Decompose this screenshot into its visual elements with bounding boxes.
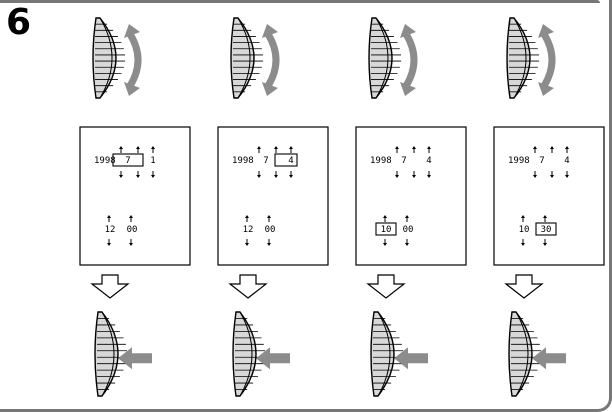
jog-dial-icon [92, 17, 126, 99]
selected-field-box [375, 222, 397, 236]
step-column: 1998 7 4 10 30 [493, 17, 605, 397]
jog-dial-icon [368, 17, 402, 99]
month-value: 7 [401, 156, 406, 166]
day-value: 4 [426, 156, 431, 166]
hour-adjust-arrows [521, 215, 525, 246]
minute-adjust-arrows [267, 215, 271, 246]
rotate-arrows-icon [124, 24, 142, 96]
minute-value: 00 [403, 225, 414, 235]
display-frame [79, 126, 191, 266]
date-display: 1998 7 4 12 00 [217, 126, 329, 266]
year-adjust-arrows [533, 146, 537, 178]
hour-value: 10 [381, 225, 392, 235]
step-column: 1998 7 4 12 00 [217, 17, 329, 397]
hour-adjust-arrows [245, 215, 249, 246]
display-frame [493, 126, 605, 266]
month-adjust-arrows [412, 146, 416, 178]
day-value: 4 [564, 156, 569, 166]
jog-dial-icon [370, 311, 428, 397]
down-arrow-icon [90, 274, 130, 299]
jog-dial-icon [506, 17, 540, 99]
year-adjust-arrows [395, 146, 399, 178]
down-arrow-icon [366, 274, 406, 299]
year-value: 1998 [232, 156, 254, 166]
selected-field-box [112, 153, 144, 167]
display-frame [217, 126, 329, 266]
date-display: 1998 7 1 12 00 [79, 126, 191, 266]
day-adjust-arrows [427, 146, 431, 178]
month-value: 7 [125, 156, 130, 166]
hour-adjust-arrows [383, 215, 387, 246]
month-adjust-arrows [136, 146, 140, 178]
month-value: 7 [263, 156, 268, 166]
minute-adjust-arrows [543, 215, 547, 246]
hour-value: 10 [519, 225, 530, 235]
press-arrow-icon [256, 347, 290, 370]
year-value: 1998 [508, 156, 530, 166]
minute-value: 30 [541, 225, 552, 235]
day-adjust-arrows [565, 146, 569, 178]
rotate-arrows-icon [262, 24, 280, 96]
hour-adjust-arrows [107, 215, 111, 246]
month-adjust-arrows [550, 146, 554, 178]
jog-dial-icon [94, 311, 152, 397]
month-adjust-arrows [274, 146, 278, 178]
selected-field-box [274, 153, 298, 167]
step-number: 6 [6, 2, 32, 43]
step-column: 1998 7 1 12 00 [79, 17, 191, 397]
press-arrow-icon [118, 347, 152, 370]
year-value: 1998 [370, 156, 392, 166]
rotate-arrows-icon [400, 24, 418, 96]
month-value: 7 [539, 156, 544, 166]
down-arrow-icon [504, 274, 544, 299]
down-arrow-icon [228, 274, 268, 299]
day-value: 1 [150, 156, 155, 166]
display-frame [355, 126, 467, 266]
minute-value: 00 [265, 225, 276, 235]
frame-top-line [0, 0, 600, 3]
day-adjust-arrows [151, 146, 155, 178]
step-column: 1998 7 4 10 00 [355, 17, 467, 397]
rotate-arrows-icon [538, 24, 556, 96]
jog-dial-icon [230, 17, 264, 99]
press-arrow-icon [532, 347, 566, 370]
jog-dial-icon [232, 311, 290, 397]
year-adjust-arrows [119, 146, 123, 178]
minute-value: 00 [127, 225, 138, 235]
year-value: 1998 [94, 156, 116, 166]
minute-adjust-arrows [129, 215, 133, 246]
date-display: 1998 7 4 10 30 [493, 126, 605, 266]
year-adjust-arrows [257, 146, 261, 178]
day-value: 4 [288, 156, 293, 166]
jog-dial-icon [508, 311, 566, 397]
hour-value: 12 [105, 225, 116, 235]
selected-field-box [535, 222, 557, 236]
hour-value: 12 [243, 225, 254, 235]
press-arrow-icon [394, 347, 428, 370]
day-adjust-arrows [289, 146, 293, 178]
minute-adjust-arrows [405, 215, 409, 246]
date-display: 1998 7 4 10 00 [355, 126, 467, 266]
